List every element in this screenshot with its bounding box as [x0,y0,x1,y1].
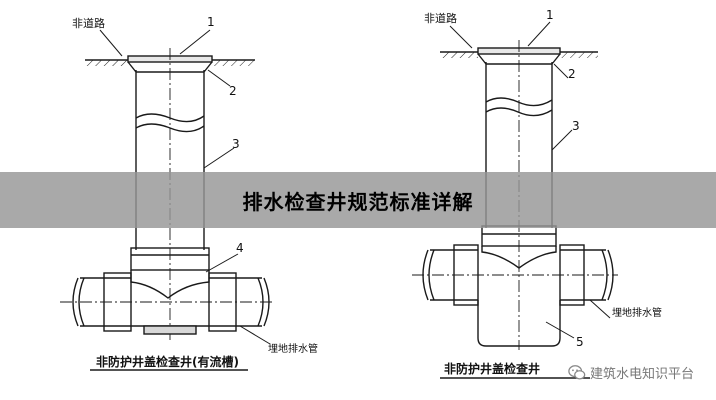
right-callout-3: 3 [572,119,580,133]
left-figure [60,29,275,371]
right-caption: 非防护井盖检查井 [444,361,540,376]
right-figure [412,21,618,379]
left-callout-4: 4 [236,241,244,255]
left-road-label: 非道路 [72,16,105,30]
right-pipe-label: 埋地排水管 [612,306,662,319]
banner-title: 排水检查井规范标准详解 [242,189,474,214]
left-caption: 非防护井盖检查井(有流槽) [96,354,239,369]
left-figure-labels: 非道路 1 2 3 4 埋地排水管 非防护井盖检查井(有流槽) [72,15,318,369]
left-callout-2: 2 [229,84,237,98]
right-callout-2: 2 [568,67,576,81]
wechat-icon [568,364,586,379]
title-banner: 排水检查井规范标准详解 [0,172,716,228]
left-callout-1: 1 [207,15,215,29]
right-callout-5: 5 [576,335,584,349]
right-figure-labels: 非道路 1 2 3 5 埋地排水管 非防护井盖检查井 [424,8,662,376]
left-pipe-label: 埋地排水管 [268,342,318,355]
watermark-text: 建筑水电知识平台 [589,367,694,382]
right-callout-1: 1 [546,8,554,22]
right-road-label: 非道路 [424,11,457,25]
left-callout-3: 3 [232,137,240,151]
watermark: 建筑水电知识平台 [568,363,694,382]
